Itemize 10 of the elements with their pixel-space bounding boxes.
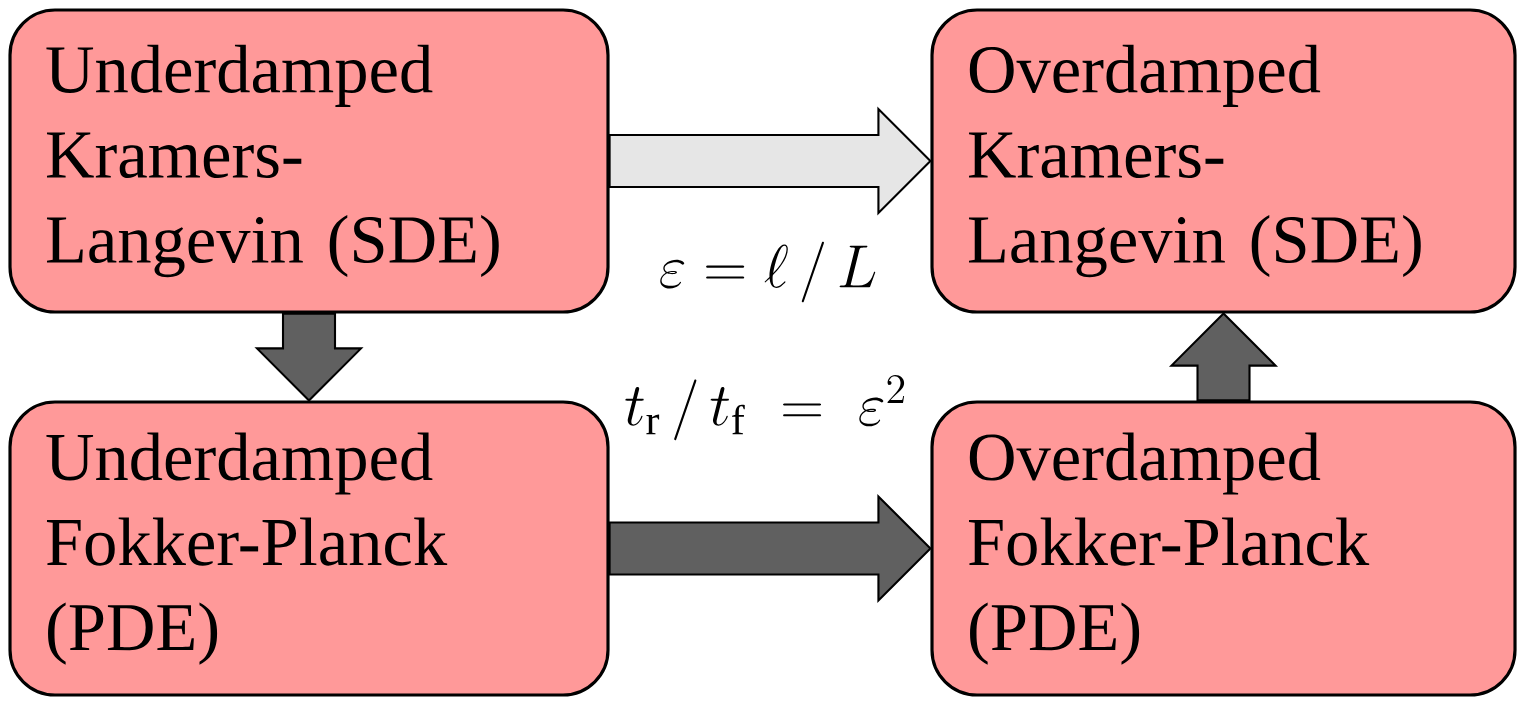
formula: $\varepsilon = \ell \,/\, L$ (660, 241, 876, 303)
block-arrow (254, 312, 364, 402)
block-arrow (608, 493, 932, 604)
rounded-box: Underdamped Fokker-Planck (PDE) (8, 400, 610, 697)
block-arrow (1168, 312, 1279, 402)
rounded-box: Overdamped Fokker-Planck (PDE) (930, 400, 1517, 697)
rounded-box: Overdamped Kramers- Langevin (SDE) (930, 8, 1517, 314)
block-arrow (608, 106, 932, 216)
rounded-box: Underdamped Kramers- Langevin (SDE) (8, 8, 610, 314)
formula: $t_{\mathrm{r}} \,/\, t_{\mathrm{f}} \;=\; \varepsilon^{2}$ (625, 374, 905, 441)
